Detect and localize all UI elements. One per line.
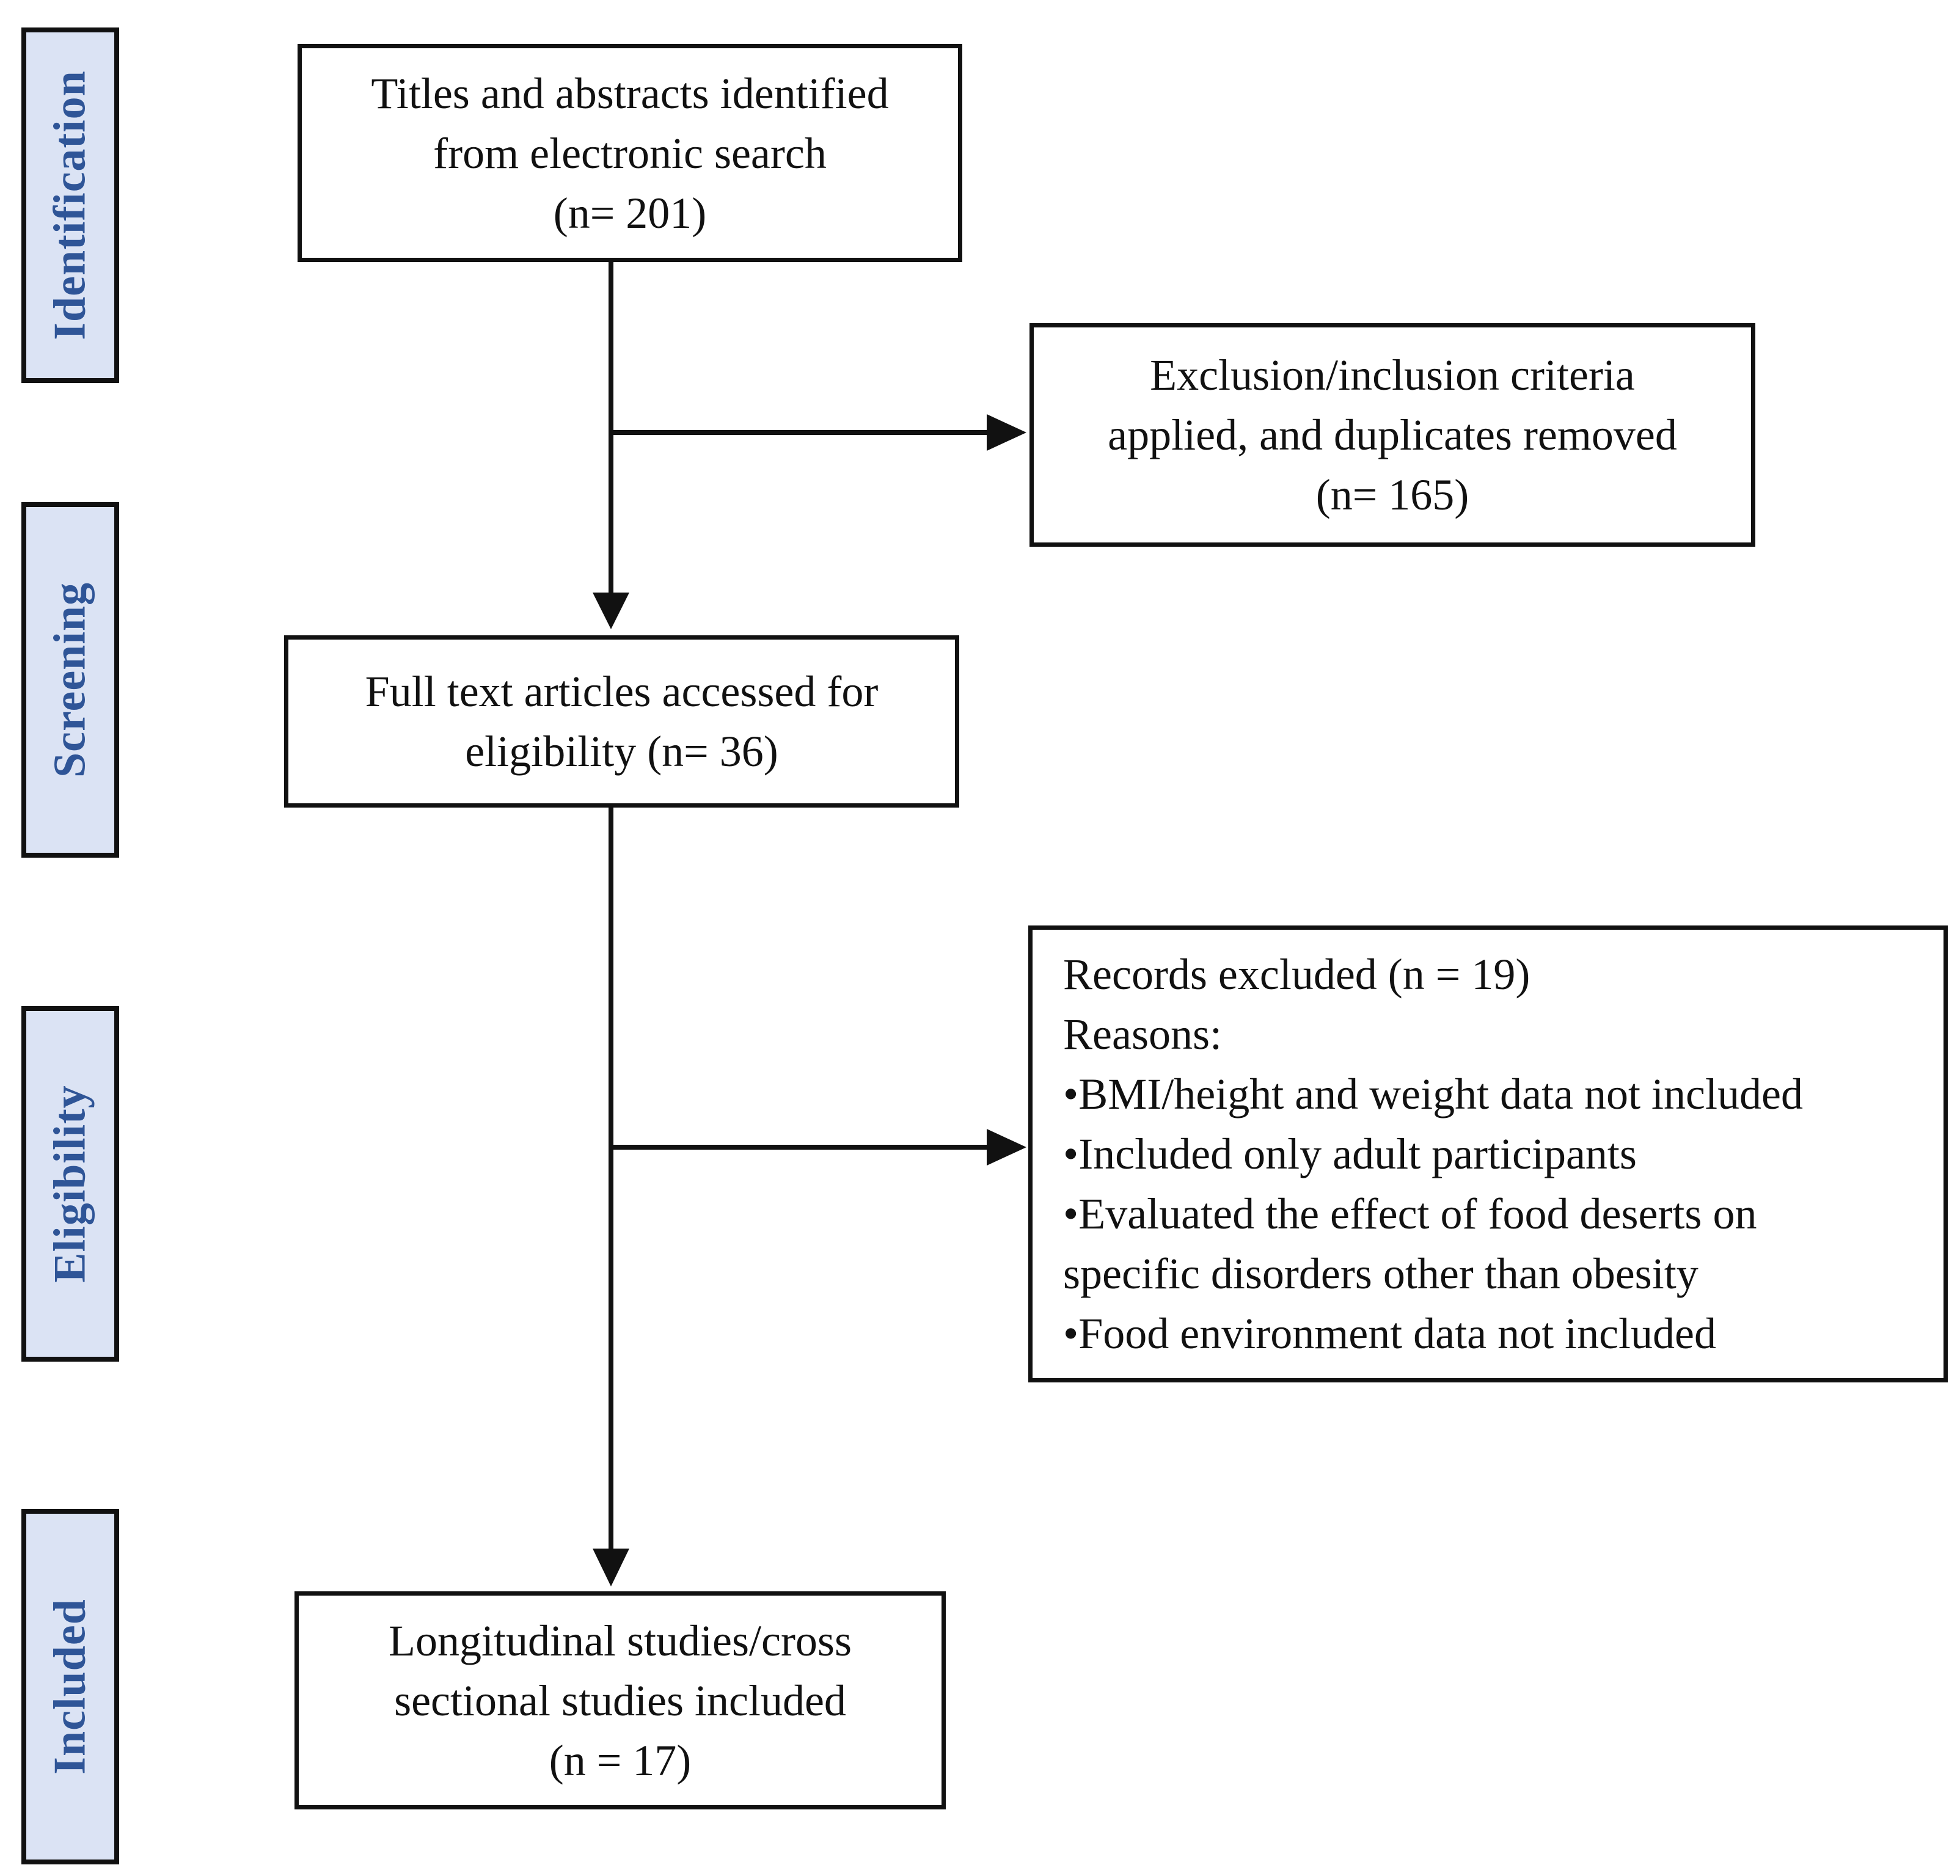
- box-records-excluded-reason: specific disorders other than obesity: [1063, 1249, 1699, 1298]
- box-records-excluded-reason: •Food environment data not included: [1063, 1309, 1716, 1358]
- box-records-excluded-line: Records excluded (n = 19): [1063, 950, 1530, 999]
- phase-identification: Identification: [21, 27, 119, 383]
- box-records-excluded-reason: •BMI/height and weight data not included: [1063, 1070, 1803, 1119]
- box-criteria-exclusion-line: Exclusion/inclusion criteria: [1150, 351, 1635, 400]
- box-studies-included-line: (n = 17): [549, 1735, 692, 1785]
- box-criteria-exclusion: Exclusion/inclusion criteria applied, an…: [1029, 323, 1755, 547]
- box-records-identified-line: Titles and abstracts identified: [371, 68, 889, 118]
- box-records-identified: Titles and abstracts identified from ele…: [298, 44, 962, 262]
- box-records-identified-line: from electronic search: [433, 128, 827, 178]
- box-records-identified-line: (n= 201): [553, 188, 707, 238]
- box-records-excluded-line: Reasons:: [1063, 1010, 1222, 1059]
- arrowhead-to-records-excluded: [987, 1129, 1026, 1166]
- phase-label-screening: Screening: [45, 582, 95, 778]
- arrowhead-to-first-exclusion: [987, 414, 1026, 451]
- phase-label-eligibility: Eligibility: [45, 1085, 95, 1283]
- box-criteria-exclusion-line: applied, and duplicates removed: [1108, 411, 1677, 459]
- phase-screening: Screening: [21, 502, 119, 858]
- phase-label-included: Included: [45, 1599, 95, 1775]
- box-studies-included-line: sectional studies included: [394, 1676, 846, 1725]
- box-records-excluded-reason: •Evaluated the effect of food deserts on: [1063, 1189, 1757, 1238]
- box-criteria-exclusion-line: (n= 165): [1315, 470, 1469, 519]
- box-full-text-assessed-line: eligibility (n= 36): [465, 727, 778, 776]
- phase-included: Included: [21, 1509, 119, 1864]
- arrowhead-to-fulltext: [593, 593, 629, 629]
- box-records-excluded-reason: •Included only adult participants: [1063, 1130, 1637, 1178]
- box-records-excluded: Records excluded (n = 19) Reasons: •BMI/…: [1028, 925, 1948, 1382]
- box-studies-included: Longitudinal studies/cross sectional stu…: [294, 1591, 946, 1809]
- phase-eligibility: Eligibility: [21, 1006, 119, 1362]
- arrowhead-to-included: [593, 1549, 629, 1586]
- box-studies-included-line: Longitudinal studies/cross: [389, 1616, 852, 1665]
- box-full-text-assessed: Full text articles accessed for eligibil…: [284, 635, 959, 808]
- phase-label-identification: Identification: [45, 70, 95, 340]
- box-full-text-assessed-line: Full text articles accessed for: [365, 667, 879, 716]
